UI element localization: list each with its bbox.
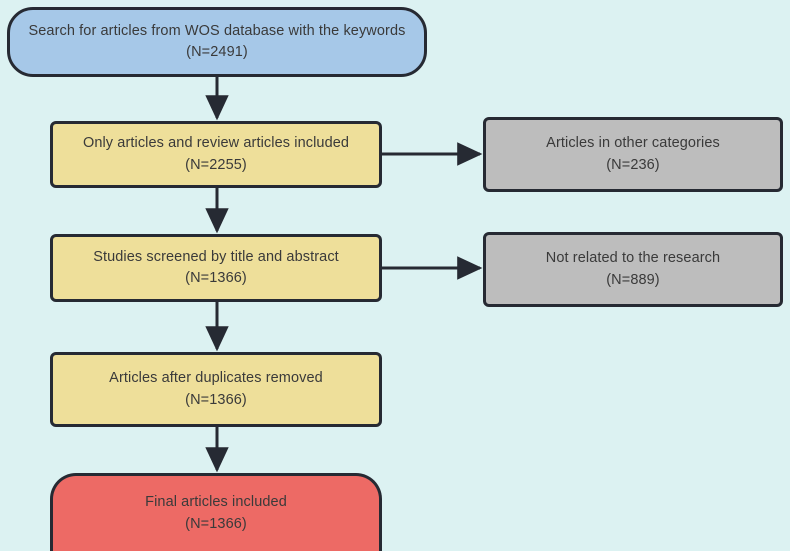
node-duplicates-removed-count: (N=1366) bbox=[185, 391, 247, 408]
node-articles-other-categories-line1: Articles in other categories bbox=[546, 135, 720, 152]
node-search-wos-count: (N=2491) bbox=[186, 44, 248, 60]
node-studies-screened-line1: Studies screened by title and abstract bbox=[93, 248, 339, 265]
node-not-related: Not related to the research (N=889) bbox=[483, 232, 783, 307]
node-articles-other-categories-count: (N=236) bbox=[606, 156, 660, 173]
node-search-wos-line1: Search for articles from WOS database wi… bbox=[28, 22, 406, 39]
node-final-articles-line1: Final articles included bbox=[145, 494, 287, 511]
node-only-articles-reviews-line1: Only articles and review articles includ… bbox=[82, 135, 350, 152]
node-studies-screened-count: (N=1366) bbox=[185, 270, 247, 286]
node-not-related-line1: Not related to the research bbox=[545, 250, 721, 267]
node-studies-screened: Studies screened by title and abstract (… bbox=[50, 234, 382, 302]
node-not-related-count: (N=889) bbox=[606, 271, 660, 288]
node-articles-other-categories: Articles in other categories (N=236) bbox=[483, 117, 783, 192]
node-duplicates-removed: Articles after duplicates removed (N=136… bbox=[50, 352, 382, 427]
node-search-wos: Search for articles from WOS database wi… bbox=[7, 7, 427, 77]
node-duplicates-removed-line1: Articles after duplicates removed bbox=[109, 370, 323, 387]
node-final-articles-count: (N=1366) bbox=[185, 515, 247, 532]
node-only-articles-reviews: Only articles and review articles includ… bbox=[50, 121, 382, 188]
node-final-articles: Final articles included (N=1366) bbox=[50, 473, 382, 551]
node-only-articles-reviews-count: (N=2255) bbox=[185, 156, 247, 173]
